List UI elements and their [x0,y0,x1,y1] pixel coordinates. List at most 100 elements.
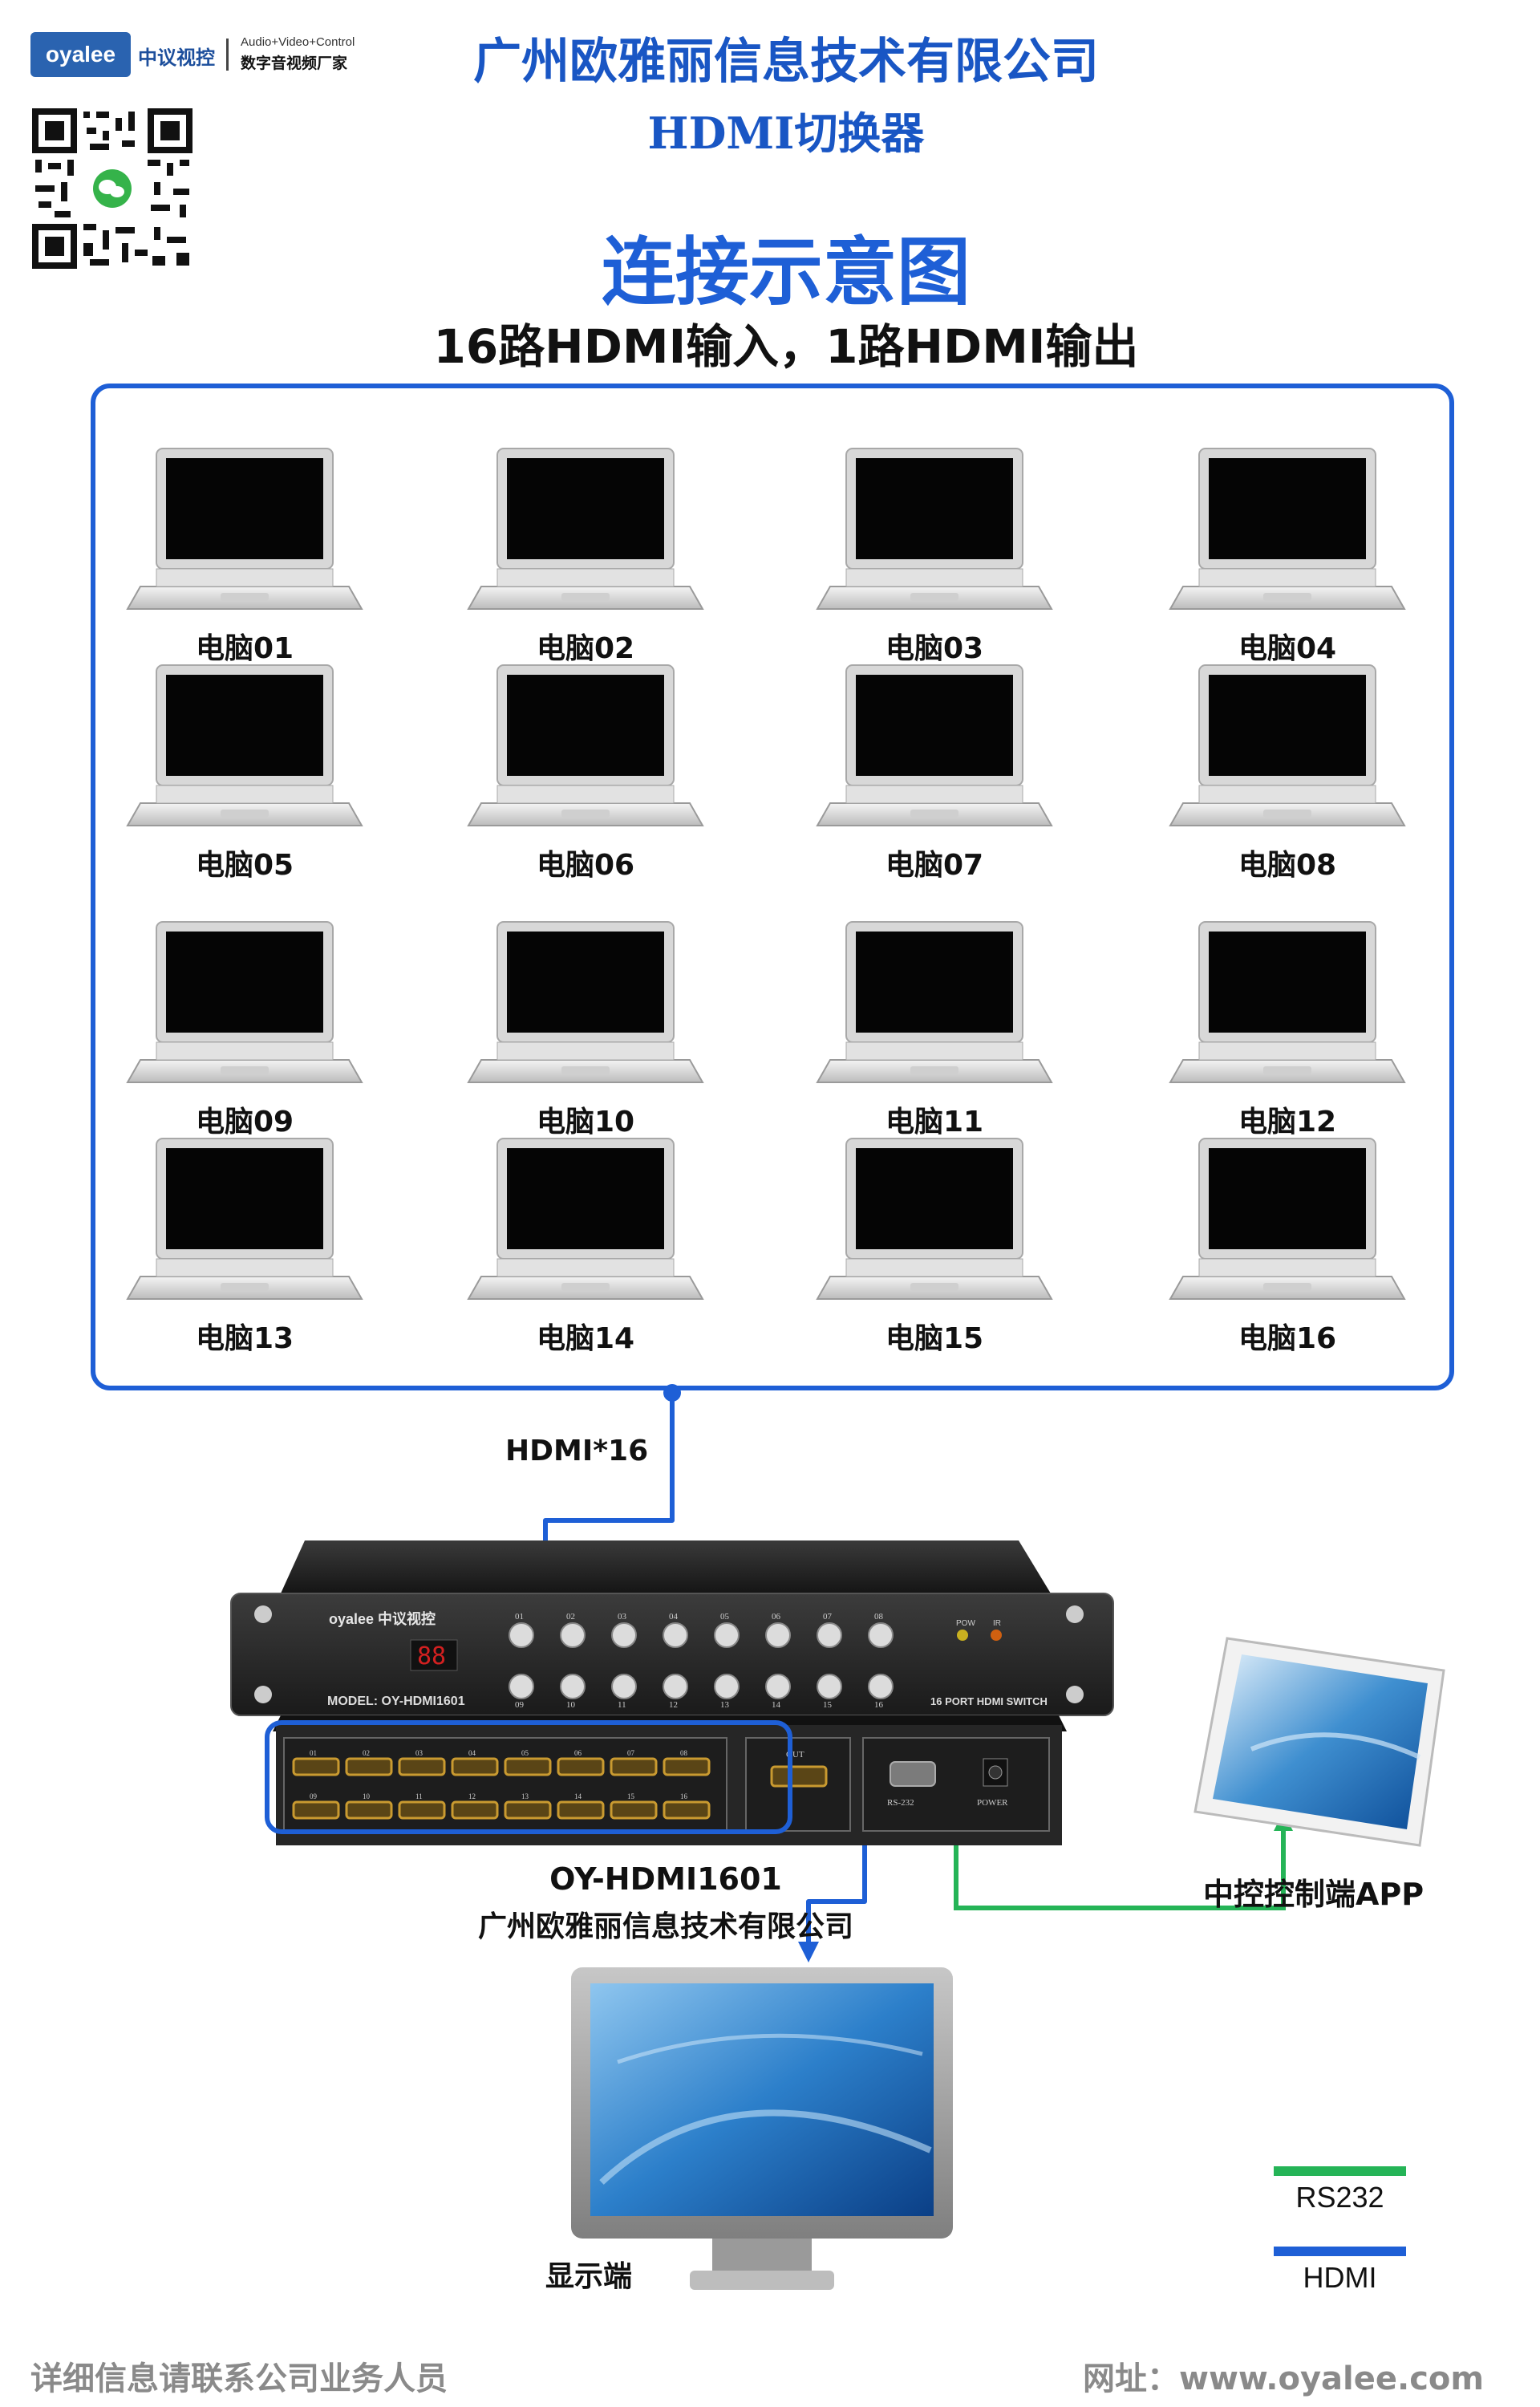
hdmi-out-arrow [798,1942,819,1963]
input-select-button[interactable] [611,1622,637,1648]
switch-company: 广州欧雅丽信息技术有限公司 [477,1910,853,1943]
port-number: 03 [415,1749,424,1757]
source-label: 电脑03 [885,632,984,665]
source-computer: 电脑07 [814,662,1055,883]
input-select-button[interactable] [868,1622,894,1648]
port-number: 13 [521,1792,529,1800]
laptop-icon [467,921,704,1083]
laptop-icon [816,921,1053,1083]
input-select-button[interactable] [560,1674,586,1699]
product-title: HDMI切换器 [647,108,925,159]
input-select-button[interactable] [714,1622,740,1648]
port-number: 04 [468,1749,476,1757]
source-label: 电脑01 [195,632,294,665]
control-app-label: 中控控制端APP [1203,1877,1424,1912]
laptop-icon [467,1138,704,1300]
input-select-button[interactable] [765,1674,791,1699]
input-select-button[interactable] [817,1674,842,1699]
input-select-button[interactable] [509,1622,534,1648]
source-label: 电脑13 [195,1322,294,1355]
button-number: 14 [772,1700,781,1710]
source-computer: 电脑04 [1167,445,1408,667]
source-label: 电脑06 [536,849,635,882]
source-computer: 电脑08 [1167,662,1408,883]
input-select-button[interactable] [714,1674,740,1699]
svg-text:IR: IR [993,1619,1001,1628]
source-computer: 电脑03 [814,445,1055,667]
source-label: 电脑05 [195,849,294,882]
source-label: 电脑09 [195,1106,294,1139]
svg-text:POWER: POWER [977,1798,1008,1808]
input-select-button[interactable] [560,1622,586,1648]
diagram-title: 连接示意图 [601,229,971,315]
source-label: 电脑12 [1238,1106,1337,1139]
company-title: 广州欧雅丽信息技术有限公司 [473,34,1099,90]
input-select-button[interactable] [765,1622,791,1648]
hdmi16-label: HDMI*16 [505,1435,649,1467]
source-computer: 电脑15 [814,1135,1055,1357]
port-number: 16 [680,1792,688,1800]
button-number: 08 [874,1612,884,1622]
port-number: 07 [627,1749,635,1757]
svg-text:POW: POW [956,1619,975,1628]
source-computer: 电脑01 [124,445,365,667]
laptop-icon [816,1138,1053,1300]
laptop-icon [1169,921,1406,1083]
legend-hdmi-line [1274,2247,1406,2256]
laptop-icon [126,448,363,610]
laptop-icon [1169,1138,1406,1300]
input-select-button[interactable] [663,1674,688,1699]
input-select-button[interactable] [611,1674,637,1699]
source-label: 电脑11 [885,1106,984,1139]
input-select-button[interactable] [868,1674,894,1699]
legend-rs232-line [1274,2166,1406,2176]
button-number: 10 [566,1700,576,1710]
sources-frame [91,384,1454,1390]
brand-tagline: 数字音视频厂家 [241,55,348,72]
source-computer: 电脑06 [465,662,706,883]
input-select-button[interactable] [663,1622,688,1648]
source-label: 电脑02 [536,632,635,665]
laptop-icon [1169,664,1406,826]
hdmi-input-port [610,1757,658,1776]
button-number: 06 [772,1612,781,1622]
source-label: 电脑08 [1238,849,1337,882]
port-number: 09 [310,1792,318,1800]
source-computer: 电脑05 [124,662,365,883]
source-label: 电脑07 [885,849,984,882]
legend-rs232-label: RS232 [1295,2181,1384,2214]
port-number: 12 [468,1792,476,1800]
brand-name-cn: 中议视控 [138,46,215,69]
port-number: 10 [363,1792,371,1800]
port-number: 05 [521,1749,529,1757]
input-select-button[interactable] [509,1674,534,1699]
source-computer: 电脑14 [465,1135,706,1357]
hdmi-input-port [663,1800,711,1820]
hdmi-input-port [398,1757,446,1776]
button-number: 05 [720,1612,730,1622]
input-select-button[interactable] [817,1622,842,1648]
hdmi-out-cable [806,1820,867,1950]
port-number: 08 [680,1749,688,1757]
hdmi-input-port [557,1800,605,1820]
laptop-icon [126,1138,363,1300]
brand-name-en: Audio+Video+Control [241,35,355,49]
hdmi-input-port [504,1757,552,1776]
button-number: 11 [618,1700,626,1710]
switch-model: OY-HDMI1601 [549,1861,782,1897]
source-label: 电脑10 [536,1106,635,1139]
source-computer: 电脑02 [465,445,706,667]
laptop-icon [816,664,1053,826]
button-number: 16 [874,1700,884,1710]
source-computer: 电脑09 [124,919,365,1140]
hdmi-input-port [557,1757,605,1776]
legend-hdmi-label: HDMI [1303,2261,1377,2294]
source-label: 电脑04 [1238,632,1337,665]
source-computer: 电脑10 [465,919,706,1140]
button-number: 15 [823,1700,833,1710]
port-number: 02 [363,1749,370,1757]
source-computer: 电脑12 [1167,919,1408,1140]
monitor-icon [571,1967,953,2290]
hdmi-input-port [292,1757,340,1776]
hdmi-input-port [451,1800,499,1820]
